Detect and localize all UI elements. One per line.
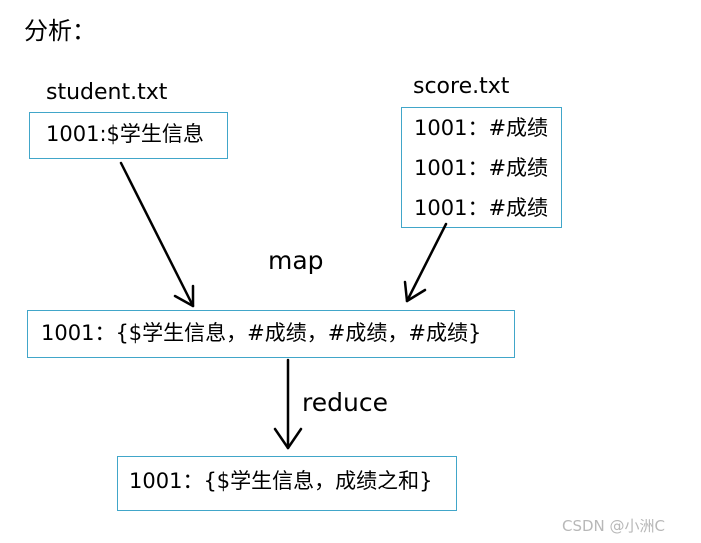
student-record: 1001:$学生信息 <box>46 122 204 146</box>
map-output-text: 1001：{$学生信息，#成绩，#成绩，#成绩} <box>41 321 482 345</box>
score-to-map-arrow <box>405 222 448 303</box>
score-file-label: score.txt <box>413 74 510 99</box>
reduce-label: reduce <box>302 388 388 417</box>
student-box: 1001:$学生信息 <box>29 112 228 159</box>
watermark: CSDN @小洲C <box>562 517 666 535</box>
map-output-box: 1001：{$学生信息，#成绩，#成绩，#成绩} <box>27 310 515 358</box>
student-to-map-arrow <box>119 161 195 308</box>
score-to-map-arrowhead <box>403 280 427 303</box>
map-label: map <box>268 246 324 275</box>
score-record-2: 1001：#成绩 <box>414 156 549 180</box>
student-file-label: student.txt <box>46 80 168 105</box>
student-to-map-arrowhead <box>173 284 195 308</box>
reduce-output-box: 1001：{$学生信息，成绩之和} <box>117 456 457 511</box>
map-to-reduce-arrowhead <box>273 427 303 450</box>
score-record-1: 1001：#成绩 <box>414 116 549 140</box>
score-box: 1001：#成绩 1001：#成绩 1001：#成绩 <box>401 107 562 228</box>
reduce-output-text: 1001：{$学生信息，成绩之和} <box>129 469 433 493</box>
heading: 分析： <box>24 17 96 45</box>
score-record-3: 1001：#成绩 <box>414 196 549 220</box>
